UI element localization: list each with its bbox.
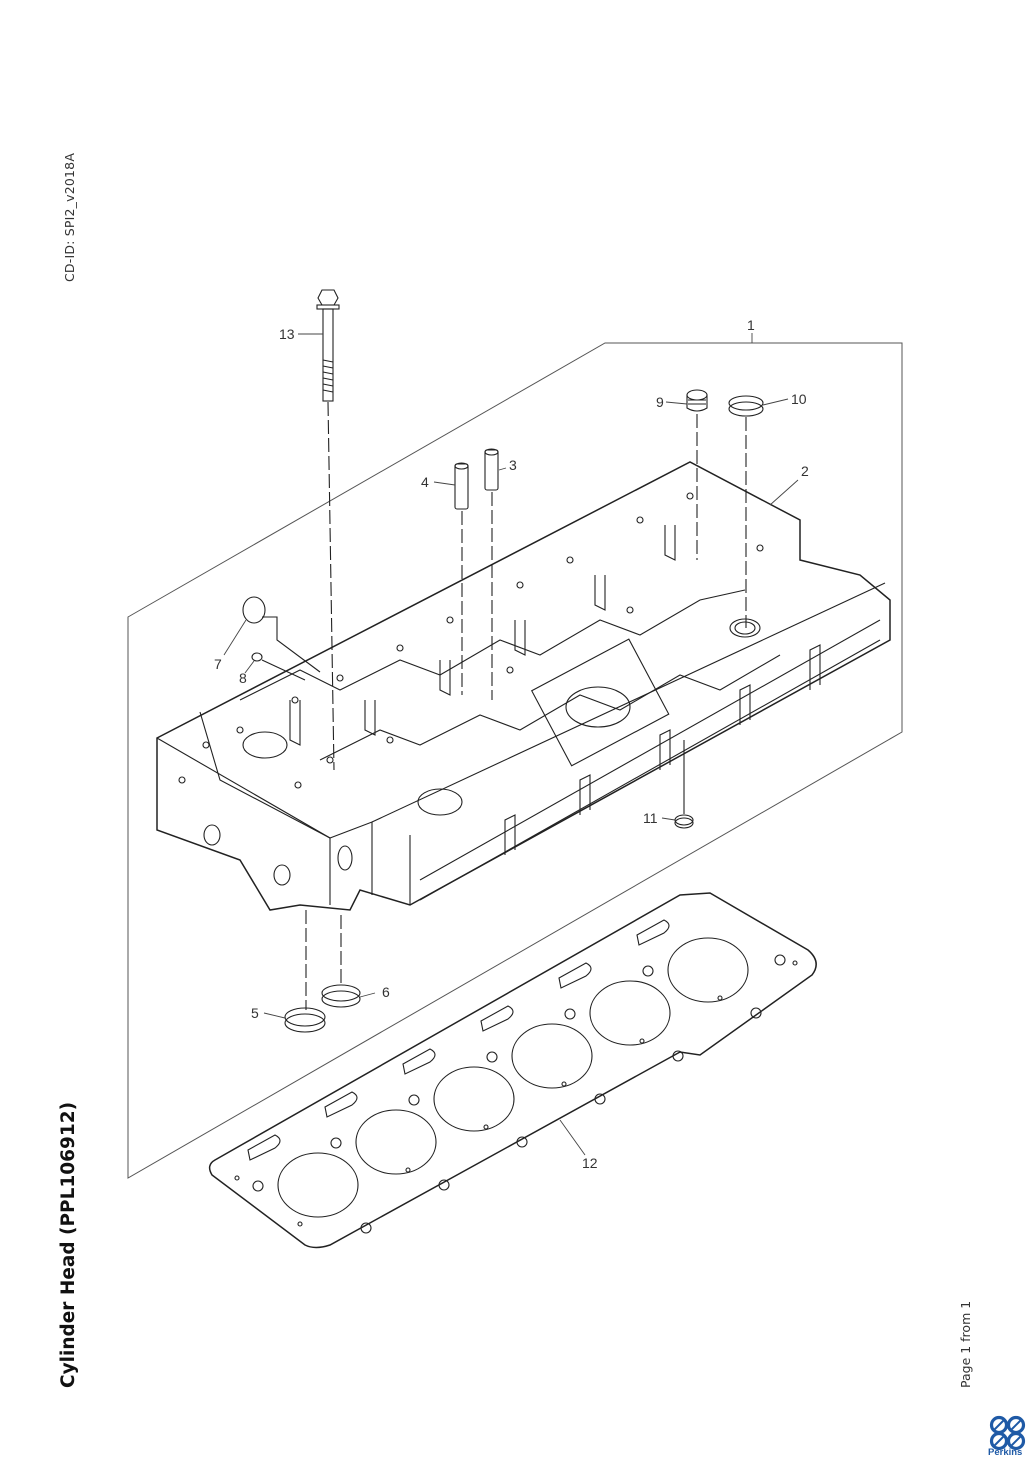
callout-10: 10 (791, 391, 807, 407)
head-gasket (208, 892, 817, 1249)
callout-6: 6 (382, 984, 390, 1000)
callout-12: 12 (582, 1155, 598, 1171)
perkins-logo-icon (989, 1415, 1026, 1451)
gasket-holes (234, 954, 798, 1234)
sleeve-ring (728, 395, 764, 628)
brand-name: Perkins (988, 1447, 1023, 1458)
threaded-plug (686, 389, 708, 560)
callout-7: 7 (214, 656, 222, 672)
callout-8: 8 (239, 670, 247, 686)
callout-5: 5 (251, 1005, 259, 1021)
seal-ring-6 (321, 915, 361, 1008)
assembly-outline (127, 342, 903, 1179)
cylinder-head (156, 461, 891, 911)
seal-ring-5 (284, 910, 326, 1033)
callout-1: 1 (747, 317, 755, 333)
callout-9: 9 (656, 394, 664, 410)
head-bolt (316, 289, 340, 771)
valve-guide-3 (484, 448, 499, 700)
head-bolt-holes (178, 492, 764, 789)
valve-guide-4 (454, 462, 469, 695)
core-plug (242, 596, 321, 673)
callout-13: 13 (279, 326, 295, 342)
callout-labels: 1 2 3 4 5 6 7 8 9 10 11 12 13 (214, 317, 809, 1171)
callout-4: 4 (421, 474, 429, 490)
leader-lines (223, 333, 799, 1156)
callout-2: 2 (801, 463, 809, 479)
callout-3: 3 (509, 457, 517, 473)
dowel-pin (251, 652, 306, 681)
callout-11: 11 (643, 810, 658, 826)
